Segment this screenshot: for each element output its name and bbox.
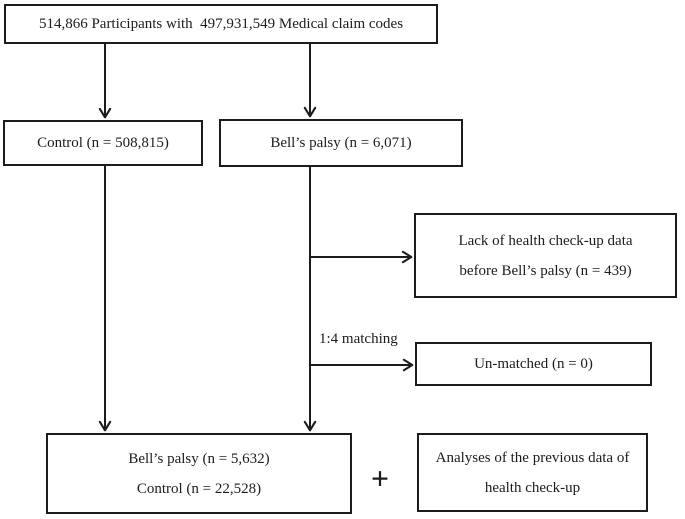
node-unmatched: Un-matched (n = 0) bbox=[415, 342, 652, 386]
node-control-group-label: Control (n = 508,815) bbox=[37, 135, 169, 151]
node-matched-cohort-line2: Control (n = 22,528) bbox=[136, 480, 262, 497]
node-matched-cohort: Bell’s palsy (n = 5,632) Control (n = 22… bbox=[46, 433, 352, 514]
node-excluded-no-checkup-line2: before Bell’s palsy (n = 439) bbox=[459, 262, 632, 279]
node-bells-palsy-group: Bell’s palsy (n = 6,071) bbox=[219, 119, 463, 167]
node-matched-cohort-line1: Bell’s palsy (n = 5,632) bbox=[128, 450, 270, 467]
node-excluded-no-checkup: Lack of health check-up data before Bell… bbox=[414, 213, 677, 298]
node-bells-palsy-group-label: Bell’s palsy (n = 6,071) bbox=[270, 135, 412, 151]
node-participants-source-label: 514,866 Participants with 497,931,549 Me… bbox=[38, 16, 404, 32]
node-excluded-no-checkup-line1: Lack of health check-up data bbox=[458, 232, 633, 249]
plus-sign: + bbox=[370, 459, 390, 496]
node-analyses-line1: Analyses of the previous data of bbox=[435, 449, 630, 466]
node-analyses: Analyses of the previous data of health … bbox=[417, 433, 648, 512]
node-participants-source: 514,866 Participants with 497,931,549 Me… bbox=[4, 4, 438, 44]
node-unmatched-label: Un-matched (n = 0) bbox=[474, 356, 593, 372]
node-control-group: Control (n = 508,815) bbox=[3, 120, 203, 166]
matching-ratio-label: 1:4 matching bbox=[319, 331, 398, 347]
node-analyses-line2: health check-up bbox=[484, 479, 581, 496]
